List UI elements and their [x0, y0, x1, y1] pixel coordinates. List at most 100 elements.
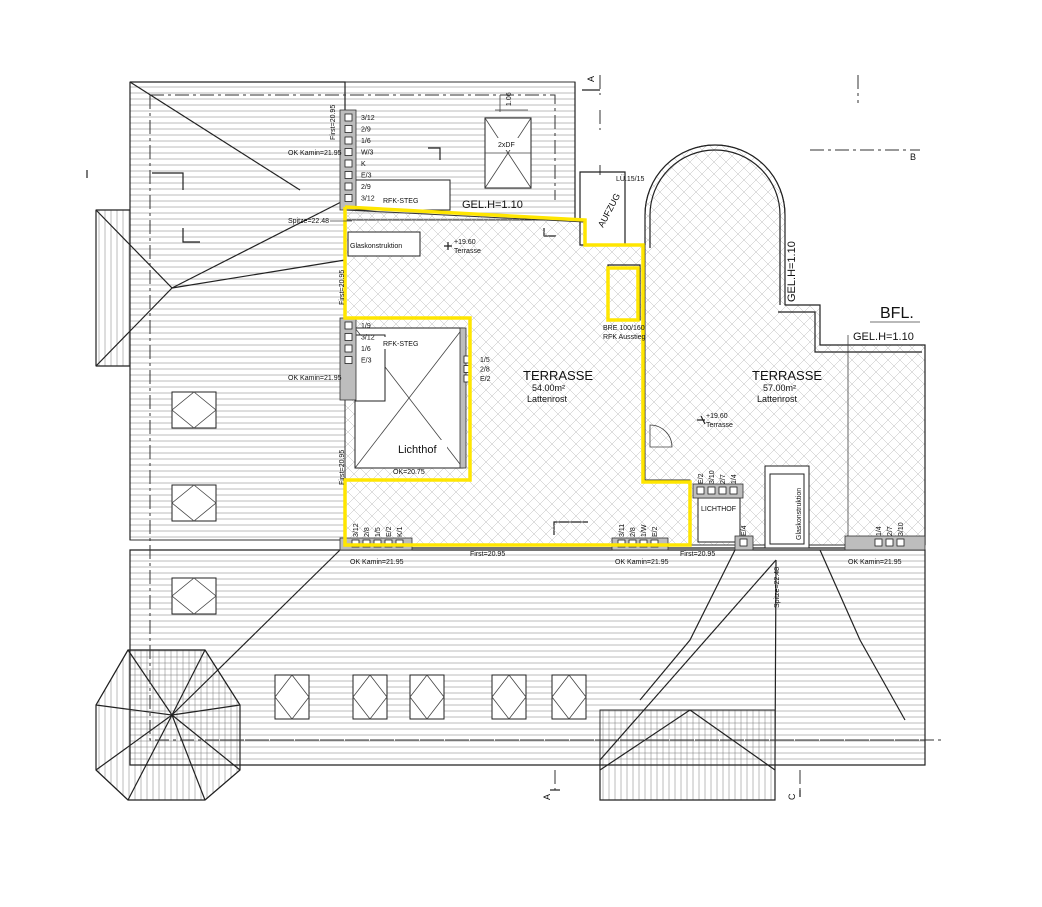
door-swing: [649, 424, 673, 448]
top-flue: [344, 182, 353, 191]
right-flue-label: 3/10: [898, 522, 905, 536]
aufzug-label: AUFZUG: [596, 192, 622, 229]
right-flue: [874, 538, 883, 547]
level-left-value: +19.60: [454, 239, 476, 246]
first-low-vertical: First=20.95: [339, 450, 346, 485]
top-flue-label: 3/12: [361, 196, 375, 203]
top-flue: [344, 159, 353, 168]
lichthof-small-label: LICHTHOF: [701, 506, 736, 513]
level-mark-right: +19.60 Terrasse: [697, 413, 733, 429]
ok-kamin-mid: OK Kamin=21.95: [288, 375, 342, 382]
ok-kamin-top: OK Kamin=21.95: [288, 150, 342, 157]
top-flue: [344, 194, 353, 202]
terrace-highlight-outline: [343, 205, 692, 547]
first-bottom-1: First=20.95: [470, 551, 505, 558]
level-left-label: Terrasse: [454, 248, 481, 255]
lichthof-big-label: Lichthof: [398, 444, 437, 456]
top-flue: [344, 125, 353, 133]
spitze-right-label: Spitze=22.48: [774, 567, 781, 608]
terrace-right-name: TERRASSE: [752, 368, 822, 383]
right-flue: [896, 538, 905, 547]
glaskonstruktion-right-label: Glaskonstruktion: [796, 488, 803, 540]
terrace-right-area: 57.00m²: [763, 383, 796, 393]
lichthof-small-flue: [718, 486, 727, 495]
section-a-top: A: [586, 76, 596, 82]
dim-106-line: [495, 95, 528, 112]
lichthof-small: LICHTHOF: [697, 497, 741, 543]
gel-top-label: GEL.H=1.10: [462, 199, 523, 211]
terrace-left-area: 54.00m²: [532, 383, 565, 393]
roof-window: [171, 577, 217, 615]
ok-kamin-b2: OK Kamin=21.95: [615, 559, 669, 566]
section-mark-c: C: [787, 790, 801, 800]
roof-window: [551, 674, 587, 720]
level-mark-left: +19.60 Terrasse: [444, 239, 481, 255]
mid-flue-label: 1/6: [361, 346, 371, 353]
top-flue-label: E/3: [361, 173, 372, 180]
roof-window: [409, 674, 445, 720]
first-top-vertical: First=20.95: [330, 105, 337, 140]
terrace-left-material: Lattenrost: [527, 394, 568, 404]
top-flue: [344, 148, 353, 156]
dxf-label: 2xDF: [498, 142, 515, 149]
b1-flue-label: 1/5: [375, 527, 382, 537]
first-mid-vertical: First=20.95: [339, 270, 346, 305]
e4-flue-label: E/4: [741, 525, 748, 536]
lu-label: LÜ.15/15: [616, 175, 645, 183]
b1-flue-label: 2/8: [364, 527, 371, 537]
lichthof-small-flue: [696, 486, 705, 495]
section-mark-a-bottom: A: [542, 789, 560, 800]
first-bottom-2: First=20.95: [680, 551, 715, 558]
lichthof-small-flue: [729, 486, 738, 495]
rfk-steg-top-box: RFK-STEG Glaskonstruktion: [347, 179, 451, 257]
glaskonstruktion-right: Glaskonstruktion: [764, 465, 810, 549]
b1-flue-label: 3/12: [353, 523, 360, 537]
roof-window: [352, 674, 388, 720]
rfk-steg-mid-label: RFK-STEG: [383, 341, 418, 348]
lichthof-small-flue: [707, 486, 716, 495]
top-flue: [344, 171, 353, 179]
level-right-label: Terrasse: [706, 422, 733, 429]
section-mark-b: B: [910, 152, 916, 162]
mid-flue: [344, 344, 353, 353]
e4-flue: [739, 538, 748, 547]
b2-flue-label: 3/11: [619, 524, 626, 537]
lichthof-small-flue-label: 2/7: [720, 474, 727, 484]
bfl-label: BFL.: [880, 305, 914, 322]
mid-flue-label: 1/9: [361, 323, 371, 330]
top-flue-label: 3/12: [361, 115, 375, 122]
b1-flue-label: K/1: [397, 526, 404, 537]
mid-flue: [344, 356, 353, 364]
lichthof-big-flue-label: 2/8: [480, 367, 490, 374]
section-c: C: [787, 793, 797, 800]
b2-flue-label: E/2: [652, 526, 659, 537]
level-right-value: +19.60: [706, 413, 728, 420]
ok-kamin-b1: OK Kamin=21.95: [350, 559, 404, 566]
top-flue-label: 2/9: [361, 127, 371, 134]
bre-line-1: BRE 100/160: [603, 325, 645, 332]
elevator: AUFZUG LÜ.15/15: [596, 175, 645, 229]
roof-window: [274, 674, 310, 720]
top-flue-label: W/3: [361, 150, 374, 157]
top-flue: [344, 113, 353, 122]
b2-flue-label: 1/W: [641, 524, 648, 537]
mid-flue-label: 3/12: [361, 335, 375, 342]
rfk-steg-top-label: RFK-STEG: [383, 198, 418, 205]
top-flue-label: 1/6: [361, 138, 371, 145]
dim-106-label: 1.06: [506, 92, 513, 106]
lichthof-small-flue-label: 1/4: [731, 474, 738, 484]
ok-2075-label: OK=20.75: [393, 469, 425, 476]
terrace-right-labels: TERRASSE 57.00m² Lattenrost: [752, 368, 822, 404]
double-skylight-2xdf: 2xDF: [484, 117, 532, 189]
top-flue: [344, 136, 353, 145]
ok-kamin-b3: OK Kamin=21.95: [848, 559, 902, 566]
lichthof-big-flue-label: E/2: [480, 376, 491, 383]
roof-window: [491, 674, 527, 720]
chimney-right: [844, 535, 926, 551]
glaskonstruktion-left-label: Glaskonstruktion: [350, 243, 402, 250]
right-flue-label: 2/7: [887, 526, 894, 536]
gel-vertical-label: GEL.H=1.10: [786, 241, 798, 302]
right-flue: [885, 538, 894, 547]
mid-flue: [344, 321, 353, 330]
lichthof-small-flue-label: 3/10: [709, 470, 716, 484]
